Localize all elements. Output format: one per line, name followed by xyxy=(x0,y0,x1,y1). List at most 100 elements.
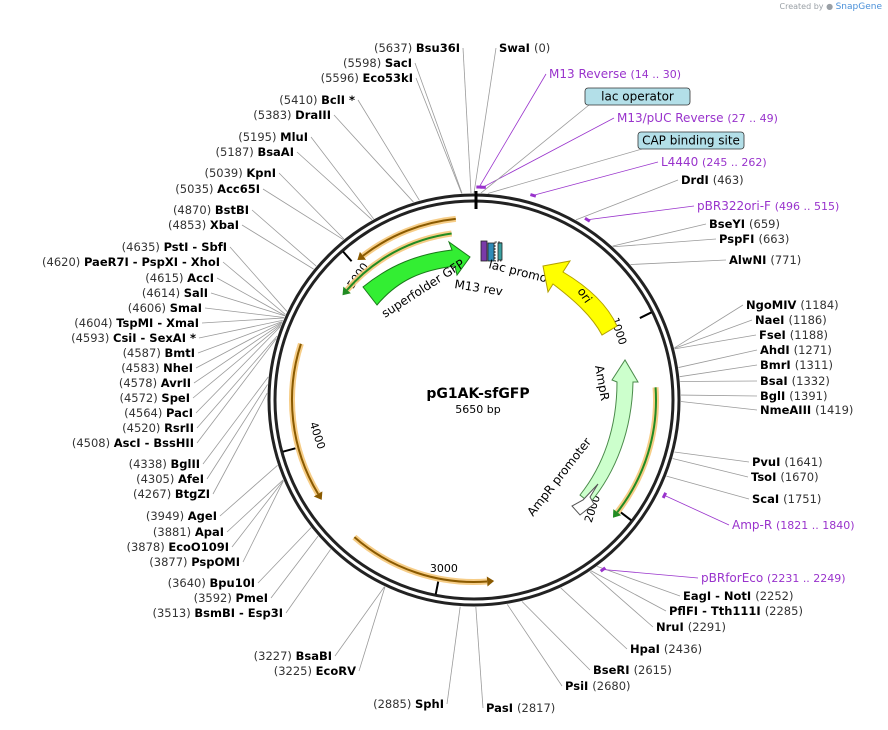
orf-arc[interactable] xyxy=(291,343,319,495)
site-label-left[interactable]: (5596) Eco53kI xyxy=(321,71,413,85)
site-label-right[interactable]: PvuI (1641) xyxy=(752,455,823,469)
site-label-left[interactable]: (3592) PmeI xyxy=(194,591,268,605)
site-label-left[interactable]: (4614) SalI xyxy=(142,286,208,300)
primer-label[interactable]: pBRforEco (2231 .. 2249) xyxy=(701,571,846,585)
site-label-right[interactable]: DrdI (463) xyxy=(681,173,744,187)
site-label-right[interactable]: AlwNI (771) xyxy=(729,253,801,267)
site-label-left[interactable]: (4572) SpeI xyxy=(120,391,191,405)
site-label-left[interactable]: (5195) MluI xyxy=(238,130,308,144)
site-label-right[interactable]: HpaI (2436) xyxy=(630,642,702,656)
site-label-right[interactable]: PspFI (663) xyxy=(719,232,789,246)
primer-label[interactable]: M13 Reverse (14 .. 30) xyxy=(549,67,681,81)
primer-connector-line xyxy=(533,161,659,196)
boxed-feature[interactable]: CAP binding site xyxy=(637,131,745,150)
site-label-left[interactable]: (4606) SmaI xyxy=(128,301,202,315)
site-label-left[interactable]: (3513) BsmBI - Esp3I xyxy=(152,606,283,620)
orf-arc-halo xyxy=(352,534,488,585)
sfgfp-feature-arrow[interactable] xyxy=(362,240,471,306)
site-label-left[interactable]: (4583) NheI xyxy=(121,361,193,375)
site-label-right[interactable]: BmrI (1311) xyxy=(760,358,833,372)
site-position: (1311) xyxy=(795,358,833,372)
site-label-left[interactable]: (5187) BsaAI xyxy=(216,145,294,159)
site-connector-line xyxy=(679,364,758,378)
site-label-right[interactable]: BseRI (2615) xyxy=(593,663,672,677)
site-label-right[interactable]: PsiI (2680) xyxy=(565,679,631,693)
site-label-right[interactable]: AhdI (1271) xyxy=(760,343,832,357)
site-label-left[interactable]: (4620) PaeR7I - PspXI - XhoI xyxy=(42,255,220,269)
site-label-left[interactable]: (4587) BmtI xyxy=(123,346,195,360)
site-name: NheI xyxy=(163,361,193,375)
site-label-right[interactable]: TsoI (1670) xyxy=(751,470,819,484)
site-position: (3513) xyxy=(152,606,194,620)
site-label-left[interactable]: (4578) AvrII xyxy=(119,376,191,390)
site-label-left[interactable]: (4564) PacI xyxy=(124,406,193,420)
site-name: AgeI xyxy=(188,509,217,523)
orf-arc[interactable] xyxy=(616,387,657,513)
site-label-right[interactable]: BglI (1391) xyxy=(760,389,827,403)
site-label-left[interactable]: (5598) SacI xyxy=(343,56,412,70)
site-label-left[interactable]: (4853) XbaI xyxy=(168,218,239,232)
site-label-left[interactable]: (3949) AgeI xyxy=(146,509,217,523)
site-label-left[interactable]: (4870) BstBI xyxy=(173,203,249,217)
site-label-left[interactable]: (5383) DraIII xyxy=(253,108,331,122)
plasmid-length: 5650 bp xyxy=(455,403,500,416)
site-label-right[interactable]: PflFI - Tth111I (2285) xyxy=(669,604,803,618)
ori-feature-arrow[interactable] xyxy=(542,260,618,336)
site-label-left[interactable]: (4593) CsiI - SexAI * xyxy=(71,331,196,345)
site-label-left[interactable]: (5410) BclI * xyxy=(279,93,355,107)
site-label-right[interactable]: SwaI (0) xyxy=(499,41,550,55)
orf-arc[interactable] xyxy=(353,536,488,583)
site-label-left[interactable]: (3881) ApaI xyxy=(153,525,224,539)
site-label-left[interactable]: (4305) AfeI xyxy=(136,472,204,486)
site-label-right[interactable]: EagI - NotI (2252) xyxy=(683,589,793,603)
primer-label[interactable]: M13/pUC Reverse (27 .. 49) xyxy=(617,111,778,125)
site-label-left[interactable]: (5637) Bsu36I xyxy=(374,41,460,55)
site-label-left[interactable]: (3640) Bpu10I xyxy=(168,576,255,590)
primer-label[interactable]: pBR322ori-F (496 .. 515) xyxy=(697,199,839,213)
site-label-right[interactable]: NaeI (1186) xyxy=(755,313,827,327)
orf-arc[interactable] xyxy=(346,232,452,291)
boxed-connector-line xyxy=(480,104,590,194)
site-label-right[interactable]: NgoMIV (1184) xyxy=(746,298,839,312)
site-label-left[interactable]: (4508) AscI - BssHII xyxy=(72,436,194,450)
site-position: (3877) xyxy=(149,555,191,569)
primer-label[interactable]: Amp-R (1821 .. 1840) xyxy=(732,518,855,532)
lac-feature-cluster[interactable] xyxy=(480,240,503,262)
site-label-right[interactable]: BsaI (1332) xyxy=(760,374,830,388)
site-label-right[interactable]: ScaI (1751) xyxy=(752,492,821,506)
boxed-feature-label: lac operator xyxy=(601,90,674,104)
site-label-right[interactable]: NmeAIII (1419) xyxy=(760,403,853,417)
site-label-left[interactable]: (5035) Acc65I xyxy=(175,182,260,196)
site-label-left[interactable]: (4604) TspMI - XmaI xyxy=(74,316,199,330)
site-name: EagI - NotI xyxy=(683,589,755,603)
cap-site-feature[interactable] xyxy=(497,242,503,261)
site-name: PaeR7I - PspXI - XhoI xyxy=(84,255,220,269)
site-label-left[interactable]: (2885) SphI xyxy=(373,697,444,711)
site-label-left[interactable]: (3225) EcoRV xyxy=(274,664,356,678)
site-label-left[interactable]: (3227) BsaBI xyxy=(254,649,332,663)
ampr-promoter-arrow[interactable] xyxy=(571,483,599,516)
site-label-left[interactable]: (4338) BglII xyxy=(129,457,200,471)
site-position: (5039) xyxy=(204,166,246,180)
site-label-left[interactable]: (3877) PspOMI xyxy=(149,555,240,569)
site-label-left[interactable]: (4520) RsrII xyxy=(122,421,194,435)
site-label-right[interactable]: PasI (2817) xyxy=(486,701,555,715)
site-name: SphI xyxy=(415,697,444,711)
site-label-left[interactable]: (5039) KpnI xyxy=(204,166,276,180)
lac-operator-feature[interactable] xyxy=(487,242,495,262)
site-name: HpaI xyxy=(630,642,664,656)
site-label-right[interactable]: NruI (2291) xyxy=(656,620,726,634)
orf-arc[interactable] xyxy=(362,217,456,257)
site-label-left[interactable]: (3878) EcoO109I xyxy=(126,540,229,554)
site-name: BglII xyxy=(171,457,201,471)
site-label-left[interactable]: (4615) AccI xyxy=(145,271,214,285)
site-label-right[interactable]: FseI (1188) xyxy=(759,328,828,342)
site-label-right[interactable]: BseYI (659) xyxy=(709,217,780,231)
m13rev-feature[interactable] xyxy=(480,240,488,262)
site-position: (4338) xyxy=(129,457,171,471)
site-name: PasI xyxy=(486,701,517,715)
site-label-left[interactable]: (4635) PstI - SbfI xyxy=(122,240,227,254)
site-label-left[interactable]: (4267) BtgZI xyxy=(133,487,210,501)
boxed-feature[interactable]: lac operator xyxy=(584,87,691,106)
primer-label[interactable]: L4440 (245 .. 262) xyxy=(661,155,767,169)
